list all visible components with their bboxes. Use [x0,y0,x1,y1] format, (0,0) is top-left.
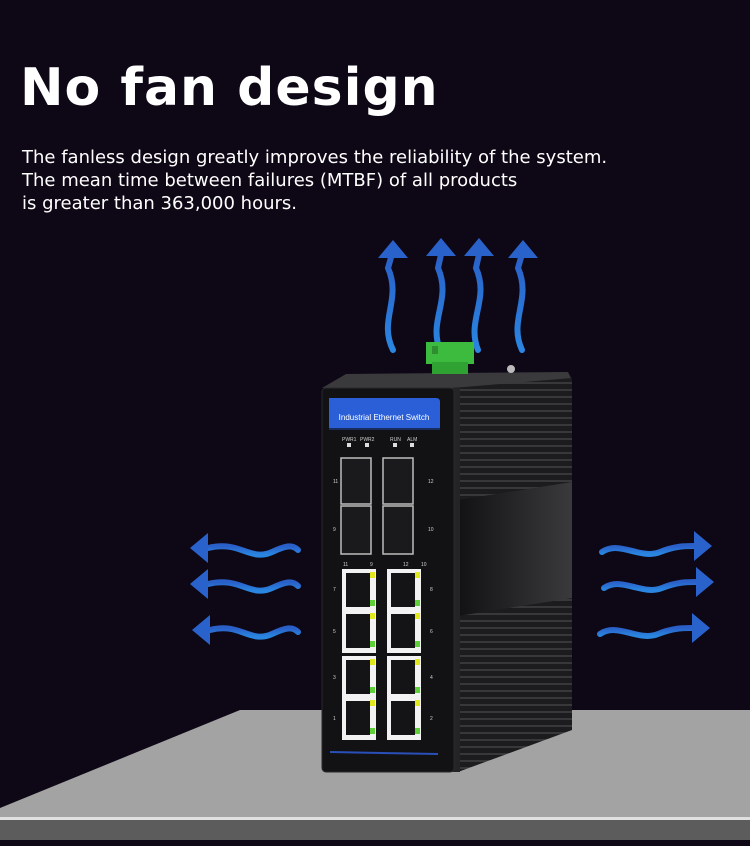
port-label-1: 1 [333,716,336,722]
up-arrow-icon [433,247,446,353]
right-arrow-icon [599,543,697,557]
port-label-3: 3 [333,675,336,681]
left-arrow-icon [205,579,301,594]
description-line-1: The fanless design greatly improves the … [22,147,608,168]
terminal-block [426,342,474,374]
port-label-6: 6 [430,629,433,635]
port-label-5: 5 [333,629,336,635]
right-arrow-icon [597,625,695,639]
sfp-port-9[interactable] [340,505,372,555]
airflow-left-arrows [205,543,301,640]
port-label-7: 7 [333,587,336,593]
sfp-label-11: 11 [333,479,338,485]
rj45-port-2[interactable] [391,701,415,735]
up-arrow-icon [514,251,526,353]
up-arrow-icon [471,247,484,353]
sfp-led-label-9: 9 [370,562,373,568]
led-run [393,443,397,447]
left-arrow-icon [205,543,301,558]
rj45-port-8[interactable] [391,573,415,607]
led-pwr1 [347,443,351,447]
sfp-ports [340,457,414,555]
led-label-alm: ALM [407,437,417,443]
headline: No fan design [20,58,439,118]
led-pwr2 [365,443,369,447]
sfp-port-11[interactable] [340,457,372,505]
up-arrow-icon [384,251,396,353]
description-line-3: is greater than 363,000 hours. [22,193,298,214]
description-line-2: The mean time between failures (MTBF) of… [22,170,518,191]
airflow-right-arrows [597,543,699,639]
led-label-run: RUN [390,437,401,443]
sfp-led-label-10: 10 [421,562,427,568]
device-label: Industrial Ethernet Switch [339,413,430,422]
sfp-label-12: 12 [428,479,434,485]
sfp-label-10: 10 [428,527,434,533]
rj45-port-4[interactable] [391,660,415,694]
led-label-pwr1: PWR1 [342,437,357,443]
led-label-pwr2: PWR2 [360,437,375,443]
rj45-port-1[interactable] [346,701,370,735]
sfp-port-10[interactable] [382,505,414,555]
left-arrow-icon [207,625,301,640]
sfp-led-label-11: 11 [343,562,348,568]
right-arrow-icon [601,579,699,593]
rj45-port-5[interactable] [346,614,370,648]
port-label-4: 4 [430,675,433,681]
port-label-8: 8 [430,587,433,593]
sfp-port-12[interactable] [382,457,414,505]
sfp-led-label-12: 12 [403,562,409,568]
rj45-port-7[interactable] [346,573,370,607]
sfp-label-9: 9 [333,527,336,533]
switch-device: Industrial Ethernet Switch PWR1 PWR2 RUN… [321,342,572,773]
rj45-ports: 7 5 3 1 8 6 4 2 [333,569,433,740]
rj45-port-6[interactable] [391,614,415,648]
led-alm [410,443,414,447]
airflow-up-arrows [384,247,526,353]
description: The fanless design greatly improves the … [22,146,607,215]
port-label-2: 2 [430,716,433,722]
rj45-port-3[interactable] [346,660,370,694]
